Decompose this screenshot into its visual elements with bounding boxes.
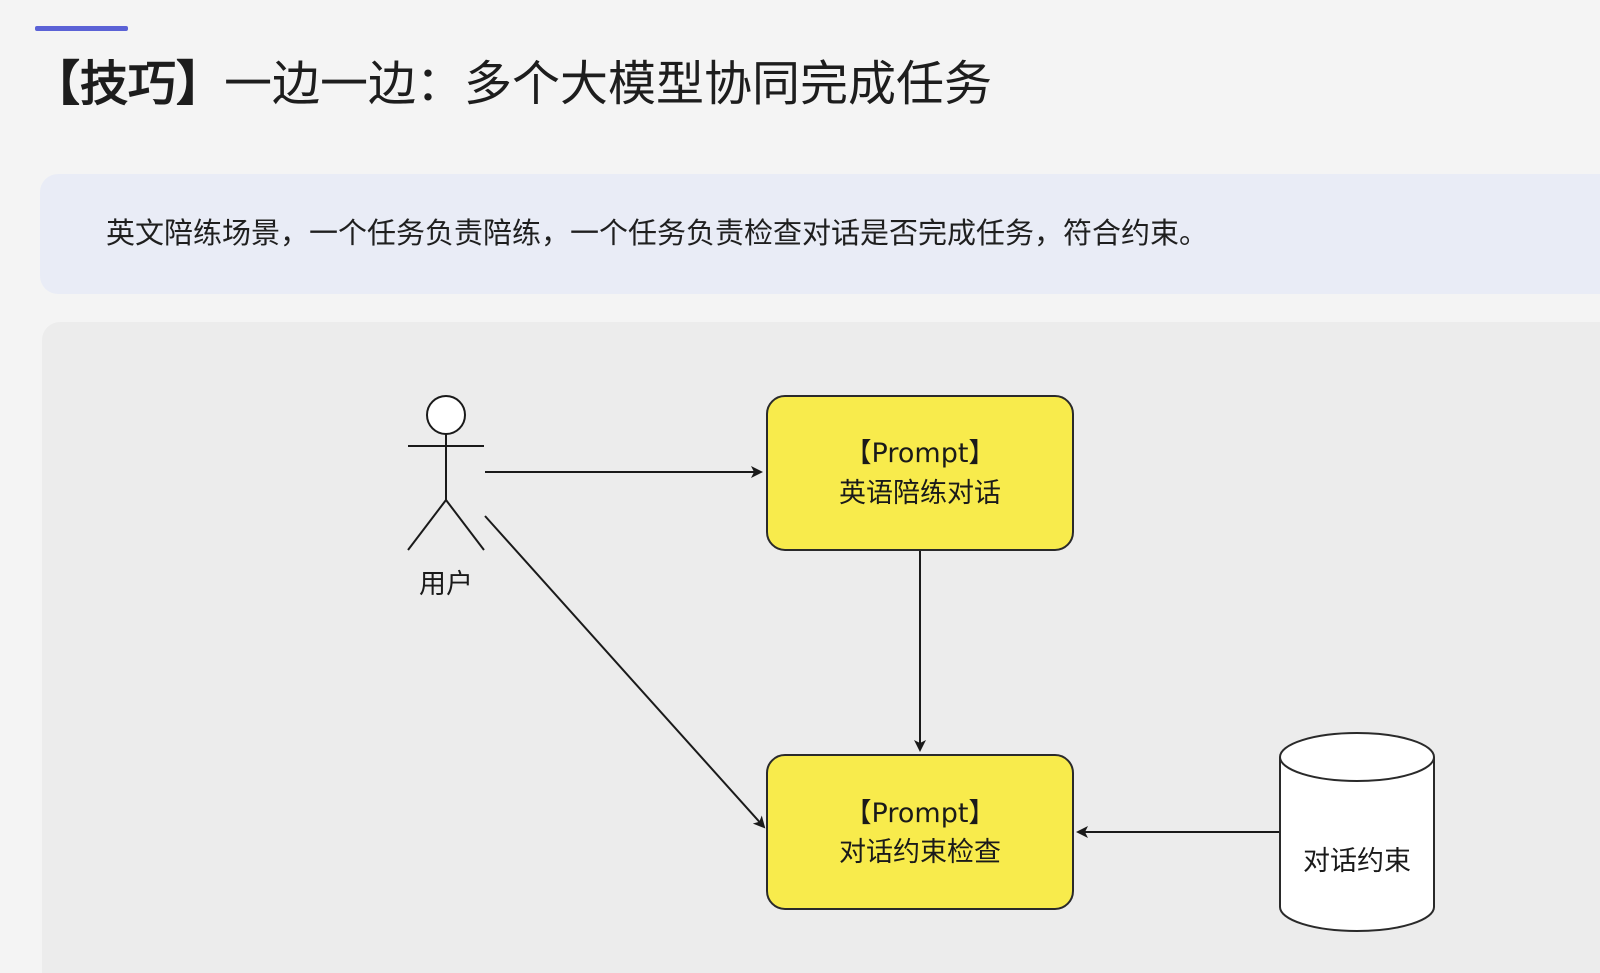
database-body-icon [1279, 757, 1435, 932]
database-constraints: 对话约束 [1279, 732, 1435, 932]
description-callout: 英文陪练场景，一个任务负责陪练，一个任务负责检查对话是否完成任务，符合约束。 [40, 174, 1600, 294]
callout-text: 英文陪练场景，一个任务负责陪练，一个任务负责检查对话是否完成任务，符合约束。 [106, 216, 1209, 250]
database-label: 对话约束 [1303, 846, 1411, 877]
node-check-line2: 对话约束检查 [839, 837, 1001, 868]
node-check-line1: 【Prompt】 [845, 798, 996, 829]
actor-head-icon [426, 395, 466, 435]
node-constraint-check: 【Prompt】 对话约束检查 [766, 754, 1074, 910]
user-actor: 用户 [407, 395, 485, 600]
node-practice-dialogue: 【Prompt】 英语陪练对话 [766, 395, 1074, 551]
node-practice-box [766, 395, 1074, 551]
node-practice-line1: 【Prompt】 [845, 438, 996, 469]
actor-label: 用户 [419, 569, 473, 600]
node-practice-line2: 英语陪练对话 [839, 478, 1001, 509]
title-main: 一边一边：多个大模型协同完成任务 [224, 56, 993, 112]
title-prefix: 【技巧】 [32, 56, 225, 112]
page-title: 【技巧】一边一边：多个大模型协同完成任务 [32, 52, 992, 116]
actor-right-leg [445, 499, 485, 551]
database-top-icon [1279, 732, 1435, 782]
actor-left-leg [407, 499, 447, 551]
edge-user-to-check [484, 515, 766, 829]
node-check-box [766, 754, 1074, 910]
title-accent-bar [35, 26, 128, 31]
